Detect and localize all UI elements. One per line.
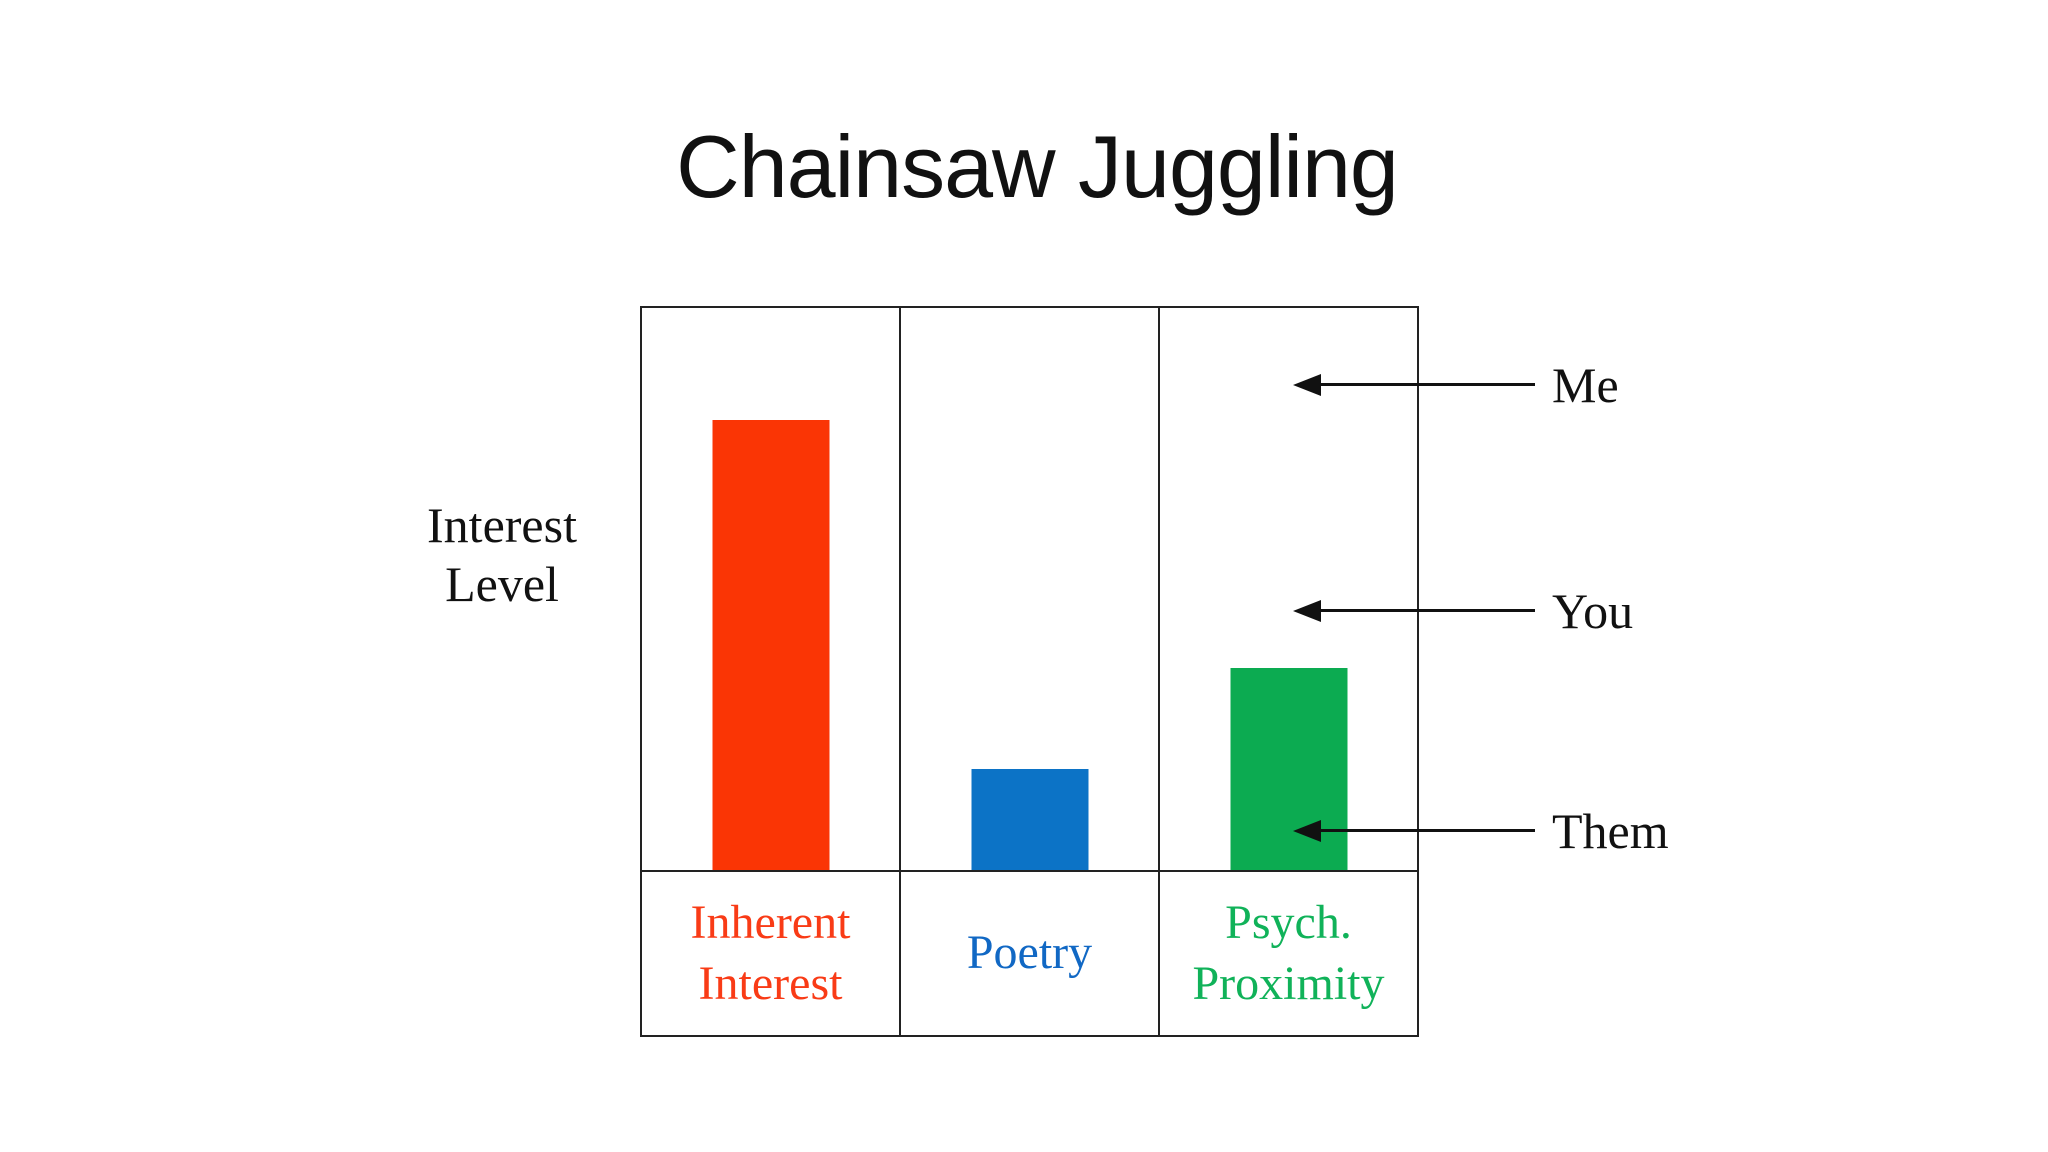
annotation-label-me: Me [1552,356,1619,413]
bar-poetry [971,768,1088,870]
plot-column-inherent-interest [642,308,899,870]
arrow-line [1321,829,1535,833]
annotation-you: You [1293,582,1633,640]
plot-column-poetry [899,308,1158,870]
chart-title: Chainsaw Juggling [676,117,1399,216]
bar-inherent-interest [712,420,829,870]
annotation-them: Them [1293,802,1669,860]
category-row: Inherent Interest Poetry Psych. Proximit… [642,870,1417,1035]
y-axis-label: Interest Level [427,497,577,612]
category-label-inherent-interest: Inherent Interest [690,895,851,1010]
arrow-line [1321,609,1535,613]
left-arrow-icon [1293,599,1321,622]
arrow-line [1321,383,1535,387]
bar-psych-proximity [1230,667,1347,870]
plot-column-psych-proximity [1158,308,1417,870]
bar-chart: Inherent Interest Poetry Psych. Proximit… [640,306,1419,1037]
annotation-me: Me [1293,356,1619,414]
left-arrow-icon [1293,373,1321,396]
annotation-label-you: You [1552,582,1634,639]
left-arrow-icon [1293,819,1321,842]
annotation-label-them: Them [1552,802,1669,859]
category-label-poetry: Poetry [899,872,1158,1035]
category-label-psych-proximity: Psych. Proximity [1158,872,1417,1035]
plot-area [642,308,1417,870]
